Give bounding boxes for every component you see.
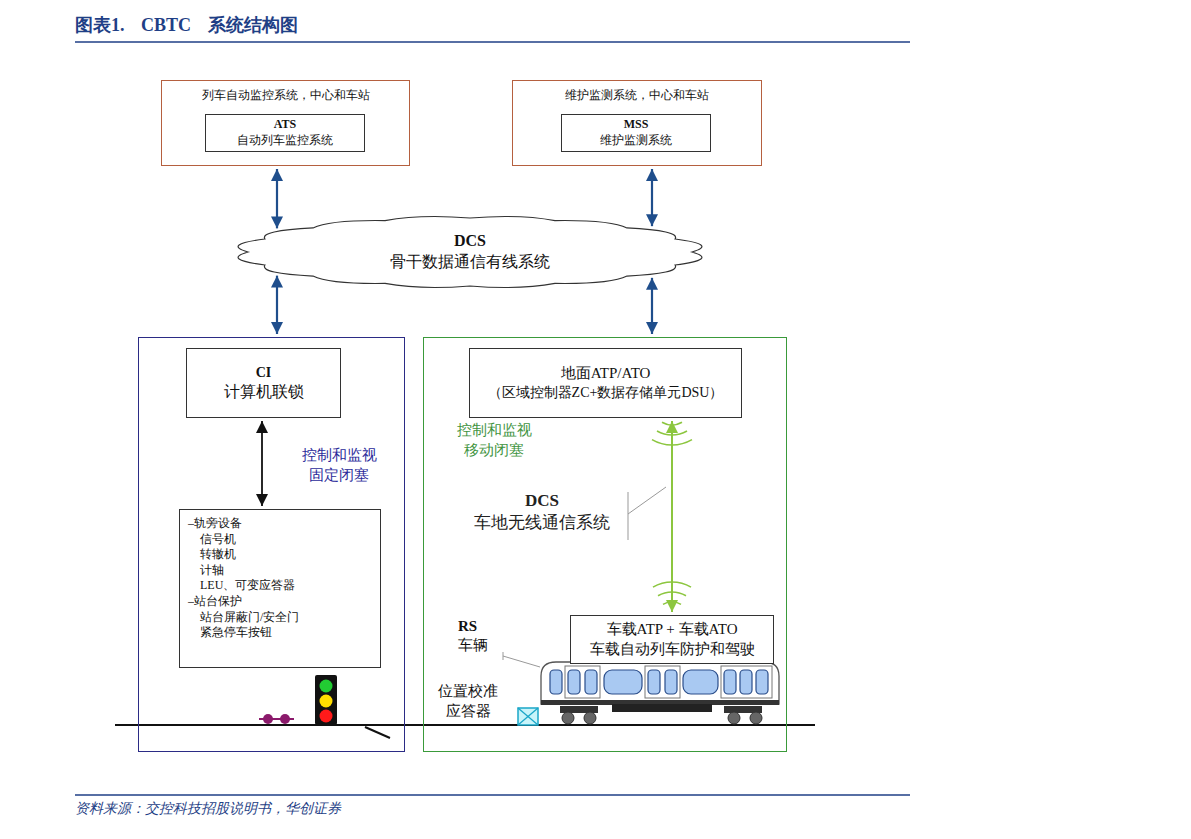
node-label: 车载自动列车防护和驾驶 xyxy=(590,640,755,660)
node-label: （区域控制器ZC+数据存储单元DSU） xyxy=(488,384,724,402)
cloud-outline xyxy=(232,214,708,290)
node-label: 计轴 xyxy=(200,563,224,579)
region-box: 控制和监视 固定闭塞 CI计算机联锁 –轨旁设备信号机转辙机计轴LEU、可变应答器–… xyxy=(138,337,405,752)
node-label: DCS xyxy=(454,231,486,252)
node-label: CI xyxy=(256,364,272,382)
callout-label: RS xyxy=(458,617,477,637)
callout-label: 车辆 xyxy=(458,636,488,656)
switch xyxy=(365,727,390,738)
cloud-outline xyxy=(238,216,702,287)
node-label: 控制和监视 移动闭塞 xyxy=(451,421,537,460)
title-rule xyxy=(75,41,910,43)
node-label: 转辙机 xyxy=(200,547,236,563)
node-label: 信号机 xyxy=(200,532,236,548)
subsystem-box: MSS维护监测系统 xyxy=(561,114,711,152)
connector-arrow xyxy=(276,276,278,334)
signal-light xyxy=(315,675,337,725)
node-label: LEU、可变应答器 xyxy=(200,578,295,594)
zone-controller-box: 地面ATP/ATO（区域控制器ZC+数据存储单元DSU） xyxy=(469,348,742,418)
node-label: 骨干数据通信有线系统 xyxy=(390,252,550,273)
node-label: –轨旁设备 xyxy=(188,516,242,532)
network-cloud: DCS骨干数据通信有线系统 xyxy=(232,214,708,290)
node-label: ATS xyxy=(274,117,296,133)
system-box: 维护监测系统，中心和车站 MSS维护监测系统 xyxy=(512,80,762,166)
node-label: 控制和监视 固定闭塞 xyxy=(297,446,381,485)
node-label: 计算机联锁 xyxy=(224,382,304,403)
node-label: 维护监测系统 xyxy=(600,133,672,149)
axle-counter xyxy=(259,714,294,724)
connector-arrow xyxy=(671,421,673,612)
source-caption: 资料来源：交控科技招股说明书，华创证券 xyxy=(75,800,341,818)
system-box: 列车自动监控系统，中心和车站 ATS自动列车监控系统 xyxy=(161,80,410,166)
node-label: 维护监测系统，中心和车站 xyxy=(513,88,761,104)
connector-arrow xyxy=(651,278,653,334)
node-label: 站台屏蔽门/安全门 xyxy=(200,610,299,626)
node-label: –站台保护 xyxy=(188,594,242,610)
node-label: 车载ATP + 车载ATO xyxy=(607,620,738,640)
connector-arrow xyxy=(651,169,653,226)
subsystem-box: ATS自动列车监控系统 xyxy=(205,114,365,152)
node-label: 紧急停车按钮 xyxy=(200,625,272,641)
node-label: 地面ATP/ATO xyxy=(561,364,651,384)
onboard-box: 车载ATP + 车载ATO车载自动列车防护和驾驶 xyxy=(570,615,774,664)
node-label: 列车自动监控系统，中心和车站 xyxy=(162,88,409,104)
connector-arrow xyxy=(261,421,263,506)
caption-rule xyxy=(75,794,910,796)
connector-label: DCS 车地无线通信系统 xyxy=(468,490,616,534)
balise xyxy=(518,708,538,725)
callout-label: 位置校准 应答器 xyxy=(432,682,504,721)
node-label: MSS xyxy=(624,117,649,133)
track xyxy=(115,724,815,726)
equipment-list-box: –轨旁设备信号机转辙机计轴LEU、可变应答器–站台保护站台屏蔽门/安全门紧急停车… xyxy=(179,509,381,668)
connector-arrow xyxy=(276,169,278,228)
figure-title: 图表1. CBTC 系统结构图 xyxy=(75,14,298,37)
node-label: 自动列车监控系统 xyxy=(237,133,333,149)
interlock-box: CI计算机联锁 xyxy=(186,348,341,418)
train xyxy=(541,662,779,724)
